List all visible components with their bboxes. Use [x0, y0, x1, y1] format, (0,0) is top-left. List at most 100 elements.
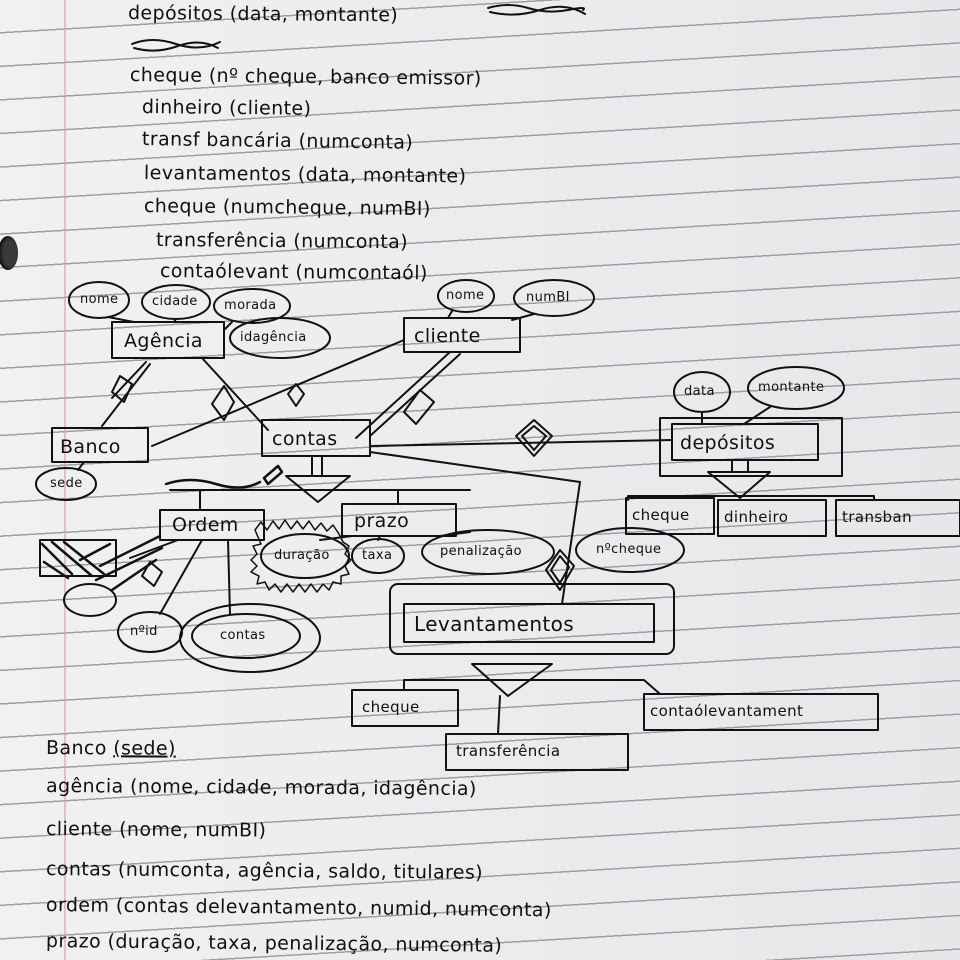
entity-cliente: cliente — [414, 325, 481, 347]
schema-line-cliente: cliente (nome, numBI) — [46, 818, 266, 842]
attr-ordem-contas-ellipse — [191, 613, 301, 659]
attr-dep-montante: montante — [758, 380, 825, 395]
attr-banco-sede-ellipse — [35, 467, 97, 501]
entity-dep-dinheiro-box — [717, 499, 827, 537]
entity-agencia: Agência — [124, 330, 203, 352]
attr-dep-ncheque: nºcheque — [596, 542, 662, 557]
attr-prazo-duracao-ellipse — [260, 533, 350, 579]
entity-lev-cheque: cheque — [362, 698, 420, 716]
attr-crossed-ellipse — [63, 583, 117, 617]
attr-banco-sede: sede — [50, 476, 83, 491]
entity-levantamentos-box — [403, 603, 655, 643]
attr-agencia-morada: morada — [224, 298, 277, 313]
entity-depositos-outer — [659, 417, 843, 477]
diamond-contas-levantamentos-inner — [550, 555, 570, 584]
attr-agencia-nome-ellipse — [68, 281, 130, 319]
duracao-scribble-ring — [250, 519, 352, 593]
isa-depositos-lines — [731, 459, 749, 473]
scribble-crossed-ordem — [164, 464, 284, 489]
attr-agencia-id-ellipse — [229, 317, 331, 359]
schema-banco-rest: (sede) — [113, 737, 176, 760]
attr-dep-ncheque-ellipse — [575, 527, 685, 573]
prazo-links — [319, 531, 471, 541]
attr-ordem-nid: nºid — [130, 624, 158, 639]
schema-line-contas: contas (numconta, agência, saldo, titula… — [46, 858, 483, 884]
entity-ordem: Ordem — [172, 514, 239, 536]
diamond-agencia-contas — [211, 385, 235, 421]
isa-contas-branches — [169, 489, 471, 511]
entity-dep-transf-box — [835, 499, 960, 537]
attr-prazo-duracao: duração — [274, 548, 330, 563]
schema-banco-name: Banco — [45, 737, 107, 760]
entity-cliente-box — [403, 317, 521, 353]
diamond-contas-depositos-inner — [521, 425, 547, 451]
entity-lev-conta: contaólevantament — [650, 702, 804, 720]
diamond-contas-levantamentos — [545, 549, 575, 591]
entity-banco: Banco — [60, 436, 121, 458]
schema-cliente-name: cliente — [45, 818, 113, 841]
rel-cliente-contas — [355, 351, 461, 439]
entity-banco-box — [51, 427, 149, 463]
margin-line — [64, 0, 66, 960]
attr-prazo-taxa: taxa — [362, 548, 393, 563]
attr-agencia-nome: nome — [80, 292, 119, 307]
entity-lev-transf-box — [445, 733, 629, 771]
schema-contas-rest: (numconta, agência, saldo, titulares) — [117, 858, 484, 884]
entity-dep-cheque: cheque — [632, 506, 690, 524]
ordem-links — [129, 539, 231, 615]
scribble-top-left — [131, 39, 221, 52]
attr-cliente-nome: nome — [446, 288, 485, 303]
attr-cliente-numbi-ellipse — [513, 279, 595, 317]
diamond-cliente-banco — [287, 383, 305, 407]
rel-agencia-banco — [101, 361, 151, 427]
attr-prazo-penalizacao: penalização — [440, 544, 522, 559]
rel-contas-levantamentos — [369, 451, 581, 605]
rel-agencia-contas — [201, 357, 269, 431]
diamond-contas-depositos — [515, 419, 553, 457]
isa-depositos-triangle — [707, 471, 771, 499]
entity-prazo: prazo — [354, 510, 410, 532]
schema-ordem-rest: (contas delevantamento, numid, numconta) — [115, 894, 552, 922]
isa-contas-lines — [311, 455, 323, 477]
entity-contas-box — [261, 419, 371, 457]
entity-lev-transf: transferência — [456, 742, 561, 760]
entity-levantamentos-outer — [389, 583, 675, 655]
entity-depositos: depósitos — [680, 432, 776, 454]
attr-agencia-cidade: cidade — [152, 294, 198, 309]
schema-prazo-rest: (duração, taxa, penalização, numconta) — [107, 930, 503, 957]
attr-ordem-contas-outer — [179, 603, 321, 673]
isa-levantamentos-branches — [403, 679, 661, 735]
entity-dep-dinheiro: dinheiro — [724, 508, 789, 526]
entity-dep-cheque-box — [625, 497, 715, 535]
schema-cliente-rest: (nome, numBI) — [119, 818, 267, 842]
entity-levantamentos: Levantamentos — [414, 612, 575, 636]
schema-line-agencia: agência (nome, cidade, morada, idagência… — [46, 775, 477, 800]
entity-lev-conta-box — [643, 693, 879, 731]
schema-contas-name: contas — [45, 858, 112, 881]
schema-line-banco: Banco (sede) — [46, 737, 176, 760]
diamond-cliente-contas — [403, 389, 435, 425]
attr-prazo-penalizacao-ellipse — [421, 529, 555, 575]
attr-agencia-id: idagência — [240, 330, 307, 345]
attr-agencia-morada-ellipse — [213, 288, 291, 324]
attr-dep-data: data — [684, 384, 715, 399]
entity-dep-transf: transban — [842, 508, 912, 526]
scribble-crossed-banco — [40, 534, 164, 592]
scribble-top-right — [487, 4, 586, 16]
entity-banco-crossed-box — [39, 539, 117, 577]
entity-agencia-box — [111, 321, 225, 359]
attr-cliente-numbi: numBI — [526, 290, 570, 305]
schema-ordem-name: ordem — [45, 894, 110, 917]
entity-contas: contas — [272, 428, 338, 450]
attr-ordem-contas: contas — [220, 628, 266, 643]
attr-dep-montante-ellipse — [747, 366, 845, 410]
diamond-agencia-banco — [111, 375, 133, 403]
binder-hole — [0, 236, 18, 270]
schema-prazo-name: prazo — [45, 930, 102, 953]
schema-agencia-rest: (nome, cidade, morada, idagência) — [129, 775, 477, 801]
rel-cliente-banco — [151, 339, 405, 447]
isa-depositos-branches — [627, 495, 875, 501]
attr-cliente-nome-ellipse — [437, 279, 495, 313]
